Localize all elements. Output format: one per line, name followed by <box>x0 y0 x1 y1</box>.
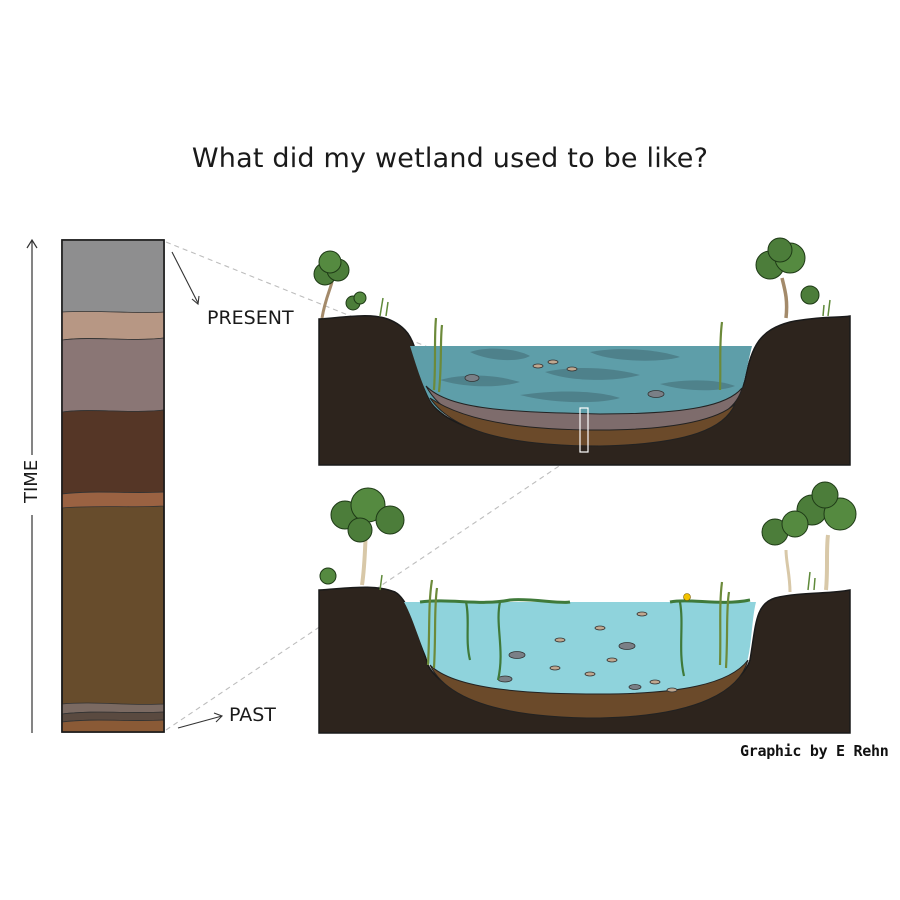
past-label: PAST <box>229 704 276 726</box>
present-label: PRESENT <box>207 307 294 329</box>
past-reeds <box>426 579 731 681</box>
present-pointer-arrow <box>171 251 200 306</box>
page-title: What did my wetland used to be like? <box>191 143 709 174</box>
past-fish <box>497 611 678 693</box>
present-wetland-section <box>313 237 851 466</box>
present-left-trees <box>313 250 389 319</box>
past-right-trees <box>761 481 857 593</box>
time-axis-label: TIME <box>21 459 42 503</box>
lily-flower-icon <box>683 593 691 601</box>
present-reeds <box>432 317 724 393</box>
present-right-trees <box>755 237 831 319</box>
past-wetland-section <box>318 481 857 734</box>
past-pointer-arrow <box>177 712 223 729</box>
past-left-trees <box>319 487 405 591</box>
credit-text: Graphic by E Rehn <box>740 742 889 760</box>
present-fish <box>464 359 665 398</box>
sediment-core <box>61 239 165 733</box>
time-axis-arrow <box>26 238 38 733</box>
